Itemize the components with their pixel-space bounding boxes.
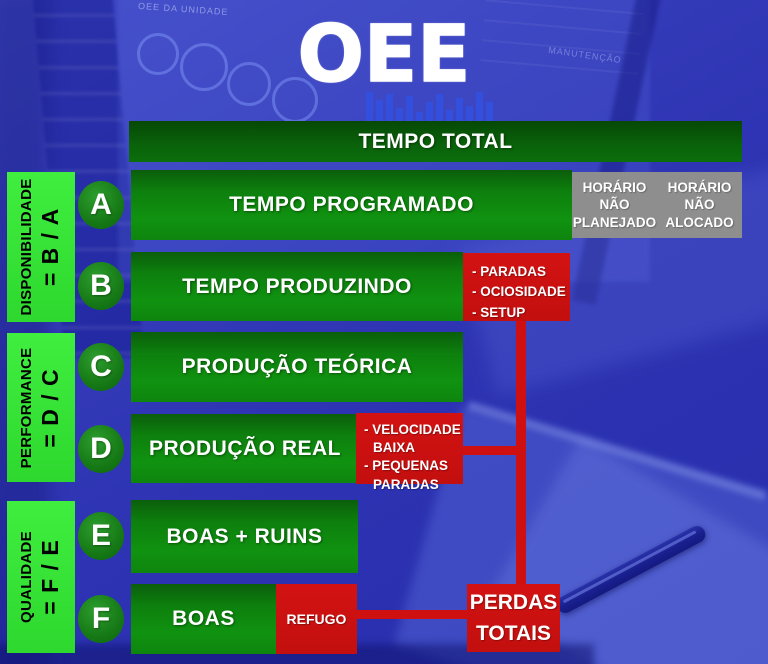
gray-line: HORÁRIO [667,179,732,195]
bar-boas-ruins: BOAS + RUINS [131,500,358,573]
section-qualidade-text: QUALIDADE = F / E [18,531,64,623]
refugo-label: REFUGO [286,611,347,627]
bar-producao-real: PRODUÇÃO REAL [131,414,359,483]
circle-letter-c: C [78,343,124,391]
bar-label: BOAS + RUINS [166,524,323,548]
perdas-line: PERDAS [469,590,558,614]
circle-letter-a: A [78,181,124,229]
loss-line: - SETUP [472,304,526,320]
loss-line: - PARADAS [472,264,546,279]
section-disponibilidade-text: DISPONIBILIDADE = B / A [18,178,64,315]
gray-line: HORÁRIO [582,179,647,195]
section-formula: = F / E [36,539,63,615]
section-disponibilidade: DISPONIBILIDADE = B / A [7,172,75,322]
bar-tempo-produzindo: TEMPO PRODUZINDO [131,252,463,321]
section-name: PERFORMANCE [17,347,35,468]
perdas-line: TOTAIS [475,622,552,645]
loss-line: - PEQUENAS [364,458,449,474]
bar-producao-teorica: PRODUÇÃO TEÓRICA [131,332,463,402]
box-velocidade-losses: - VELOCIDADE BAIXA - PEQUENAS PARADAS [356,413,463,492]
section-name: QUALIDADE [17,531,35,623]
bar-label: BOAS [172,607,235,630]
section-performance: PERFORMANCE = D / C [7,333,75,482]
gray-line: NÃO [599,197,630,213]
section-formula: = D / C [36,367,63,448]
section-performance-text: PERFORMANCE = D / C [18,347,64,468]
box-horario-nao: HORÁRIO NÃO PLANEJADO HORÁRIO NÃO ALOCAD… [572,172,742,238]
box-horario-nao-planejado: HORÁRIO NÃO PLANEJADO [572,179,657,232]
bar-label: PRODUÇÃO REAL [148,436,341,460]
loss-line: BAIXA [373,440,416,456]
circle-letter-f: F [78,595,124,643]
page-title: OEE [297,10,471,100]
box-perdas-totais: PERDAS TOTAIS [467,584,560,652]
circle-letter-e: E [78,512,124,560]
section-name: DISPONIBILIDADE [17,178,35,316]
gray-line: NÃO [684,197,715,213]
gray-line: ALOCADO [665,214,734,230]
bar-boas: BOAS [131,584,276,654]
section-qualidade: QUALIDADE = F / E [7,501,75,653]
circle-letter-d: D [78,425,124,473]
gray-line: PLANEJADO [572,214,657,230]
bg-dashboard-title: OEE DA UNIDADE [137,0,229,18]
loss-line: - VELOCIDADE [364,422,461,437]
box-paradas-losses: - PARADAS - OCIOSIDADE - SETUP [463,253,570,321]
bar-label: TEMPO PROGRAMADO [229,193,474,216]
bar-tempo-programado: TEMPO PROGRAMADO [131,170,572,240]
bg-pen [553,523,709,616]
bar-tempo-total-label: TEMPO TOTAL [358,129,513,153]
bar-label: PRODUÇÃO TEÓRICA [181,355,413,378]
box-horario-nao-alocado: HORÁRIO NÃO ALOCADO [657,179,742,232]
loss-line: - OCIOSIDADE [472,284,566,300]
box-refugo: REFUGO [276,584,357,654]
section-formula: = B / A [36,207,63,287]
loss-line: PARADAS [373,476,439,492]
circle-letter-b: B [78,262,124,310]
connector-velocidade-line [463,446,525,455]
bar-label: TEMPO PRODUZINDO [182,274,412,298]
connector-refugo-line [357,610,467,619]
bar-tempo-total: TEMPO TOTAL [129,121,742,162]
